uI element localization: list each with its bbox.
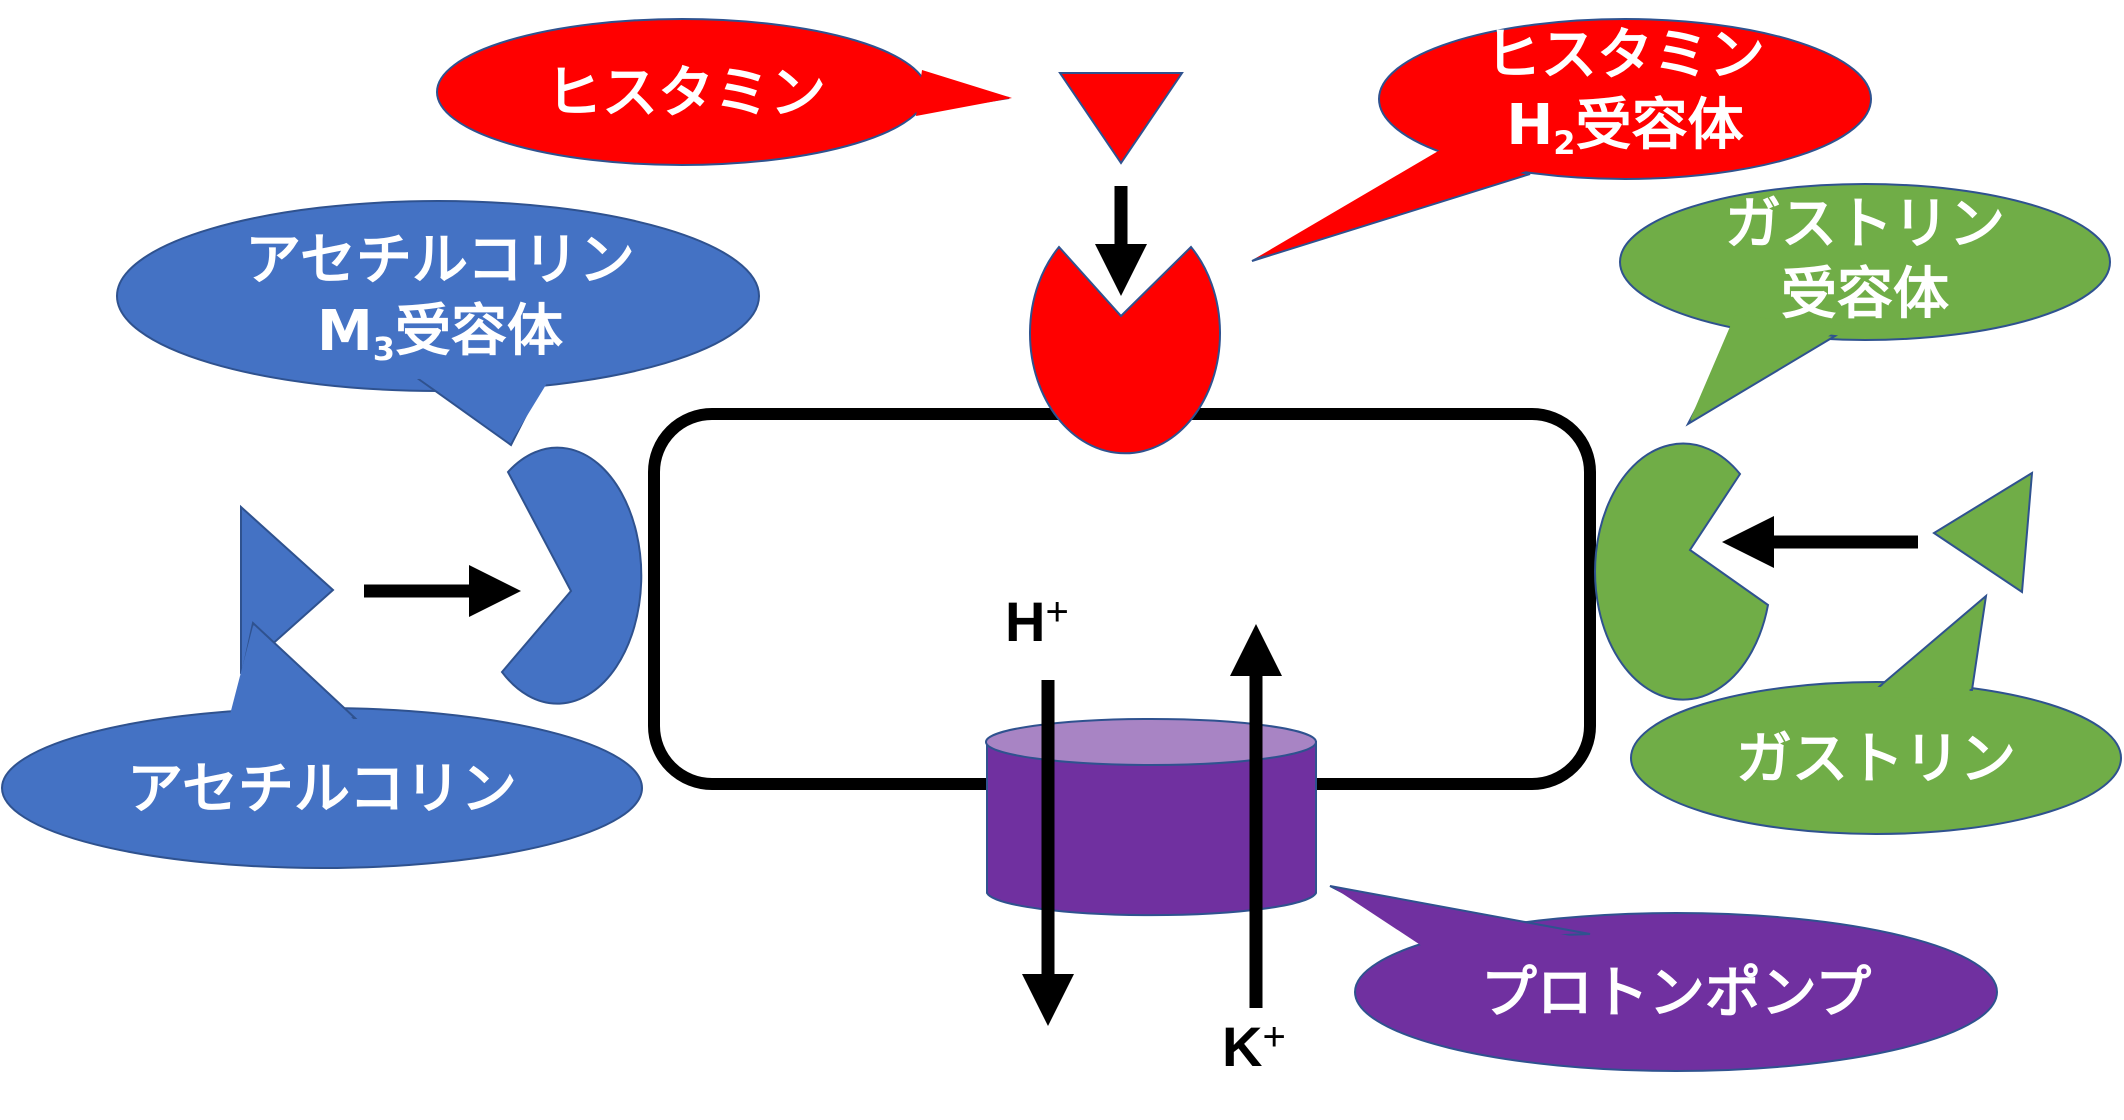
histamine-molecule-icon	[1058, 72, 1184, 165]
acetylcholine-m3-receptor-callout: アセチルコリン M3受容体	[116, 200, 760, 447]
gastrin-callout: ガストリン	[1630, 593, 2122, 835]
histamine-label: ヒスタミン	[546, 61, 826, 126]
gastrin-molecule-icon	[1932, 471, 2034, 594]
histamine-h2-receptor-label-line1: ヒスタミン	[1485, 23, 1765, 88]
gastrin-receptor-label-line1: ガストリン	[1725, 192, 2005, 257]
acetylcholine-m3-receptor-label-line2: M3受容体	[317, 299, 563, 368]
potassium-ion-label: K+	[1222, 1015, 1286, 1078]
gastrin-receptor-callout: ガストリン 受容体	[1619, 183, 2111, 427]
proton-pump-label: プロトンポンプ	[1481, 961, 1871, 1026]
gastrin-receptor-icon	[1594, 442, 1770, 701]
gastrin-label: ガストリン	[1736, 727, 2016, 792]
gastrin-receptor-label-line2: 受容体	[1781, 262, 1949, 327]
proton-pump-callout: プロトンポンプ	[1329, 885, 1998, 1072]
acetylcholine-callout: アセチルコリン	[1, 621, 643, 869]
acetylcholine-m3-receptor-label-line1: アセチルコリン	[245, 228, 635, 293]
acetylcholine-label: アセチルコリン	[127, 757, 517, 822]
acetylcholine-m3-receptor-icon	[500, 446, 643, 705]
histamine-h2-receptor-callout: ヒスタミン H2受容体	[1251, 18, 1872, 262]
proton-pump-icon	[985, 718, 1317, 917]
hydrogen-ion-label: H+	[1005, 590, 1069, 653]
acetylcholine-molecule-icon	[240, 504, 335, 675]
histamine-h2-receptor-label-line2: H2受容体	[1506, 93, 1743, 162]
histamine-callout: ヒスタミン	[436, 18, 1012, 166]
histamine-h2-receptor-icon	[1029, 245, 1221, 455]
